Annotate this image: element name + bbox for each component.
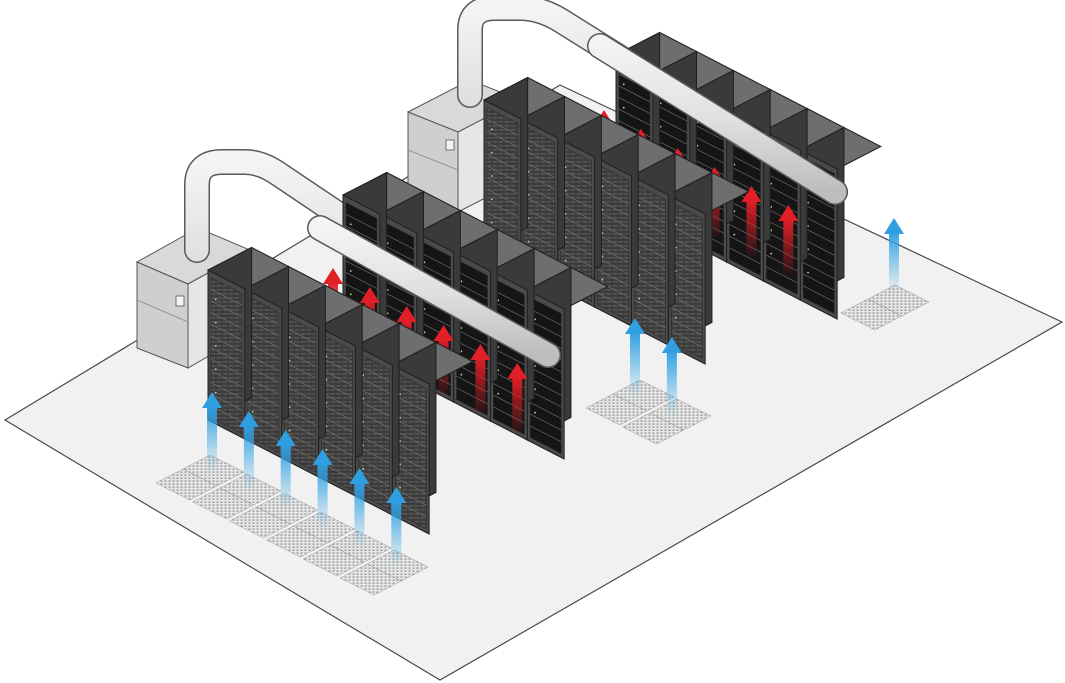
cold-air-arrow-icon	[386, 487, 407, 567]
perforated-tile	[622, 412, 685, 445]
cold-air-arrow-icon	[625, 318, 645, 398]
server-rack	[667, 171, 750, 365]
cold-air-arrows-row-3	[625, 318, 682, 417]
perforated-tile	[265, 525, 328, 558]
hot-air-arrow-icon	[778, 205, 799, 275]
perforated-tile	[192, 487, 255, 520]
cold-air-arrow-icon	[275, 430, 296, 510]
cold-air-arrow-icon	[238, 411, 259, 491]
rack-row-3	[482, 76, 750, 365]
server-rack	[206, 246, 290, 440]
cold-air-arrow-icon	[202, 392, 222, 472]
server-rack	[526, 266, 609, 460]
cold-air-arrow-icon	[312, 449, 333, 529]
perforated-tile	[585, 393, 648, 426]
cold-air-arrows-row-1	[202, 392, 407, 567]
perforated-tile	[302, 544, 365, 577]
rack-row-1	[206, 246, 474, 535]
perforated-tile	[840, 298, 903, 331]
hot-air-arrow-icon	[507, 363, 528, 433]
cold-air-arrow-icon	[661, 337, 682, 417]
perforated-tile	[229, 506, 292, 539]
server-rack	[317, 303, 401, 497]
perforated-tile	[339, 563, 402, 596]
perforated-tile	[155, 468, 218, 501]
server-rack	[519, 95, 603, 289]
hot-air-arrow-icon	[470, 344, 491, 414]
server-rack	[593, 133, 677, 327]
server-rack	[243, 265, 327, 459]
hot-air-arrow-icon	[741, 186, 762, 256]
server-rack	[482, 76, 566, 270]
cold-air-arrow-icon	[349, 468, 370, 548]
server-rack	[630, 152, 714, 346]
cold-air-arrow-icon	[884, 218, 904, 293]
server-rack	[391, 341, 474, 535]
server-rack	[354, 322, 438, 516]
cold-air-arrows-row-4	[884, 218, 904, 293]
server-rack	[556, 114, 640, 308]
